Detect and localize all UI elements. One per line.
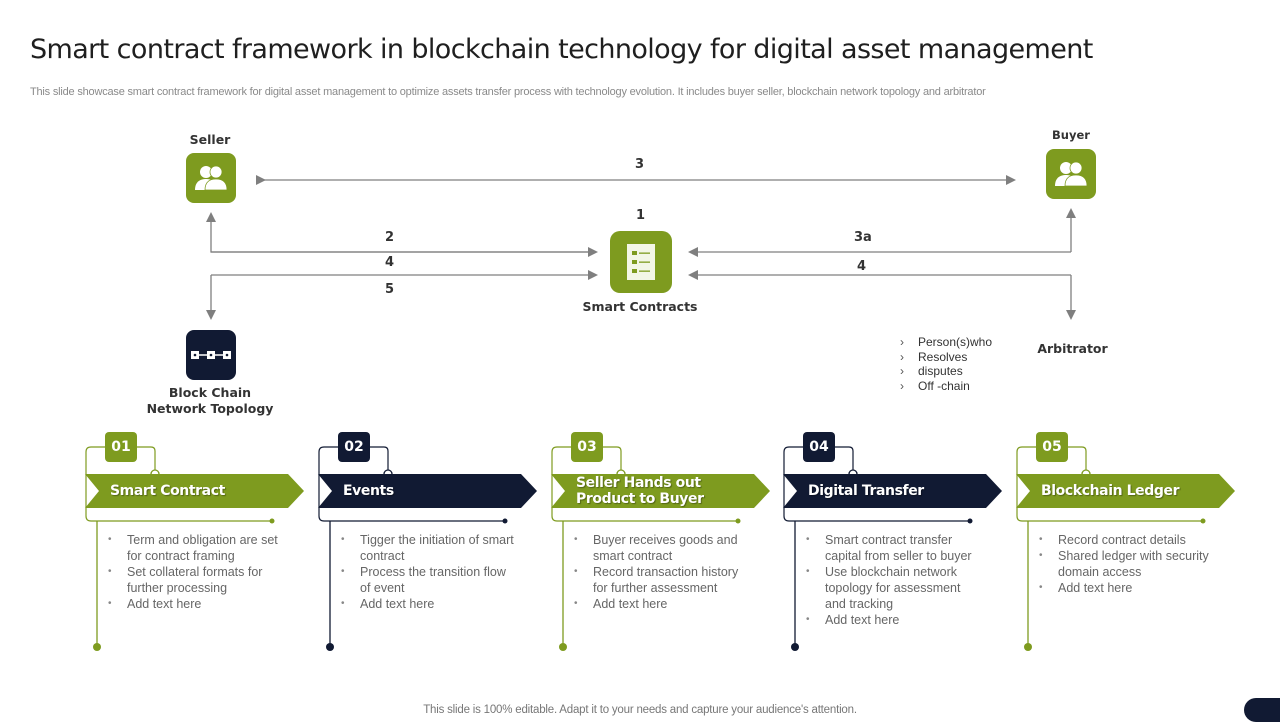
step-bullet: Use blockchain network topology for asse… — [805, 564, 980, 612]
step-end-dot — [1200, 518, 1206, 524]
arrow-label-3: 3 — [635, 157, 645, 172]
blockchain-topology-label-line2: Network Topology — [146, 401, 274, 416]
step-number-badge: 02 — [338, 432, 370, 462]
step-banner — [783, 474, 1002, 508]
step-banner — [551, 474, 770, 508]
arrow-label-3a: 3a — [854, 230, 872, 245]
step-title: Smart Contract — [110, 483, 225, 499]
buyer-label: Buyer — [1052, 128, 1090, 142]
step-frame — [85, 446, 304, 651]
users-icon — [195, 165, 228, 191]
step-bullets: Buyer receives goods and smart contractR… — [573, 532, 748, 612]
users-icon — [1055, 161, 1088, 187]
step-bottom-dot — [93, 643, 101, 651]
step-card: 02EventsTigger the initiation of smart c… — [318, 430, 553, 655]
step-bullet: Term and obligation are set for contract… — [107, 532, 282, 564]
arbitrator-note: Off -chain — [898, 379, 992, 394]
smart-contracts-label: Smart Contracts — [582, 299, 698, 314]
step-end-dot — [967, 518, 973, 524]
page-title: Smart contract framework in blockchain t… — [30, 34, 1093, 65]
arrow-contract-seller — [206, 212, 596, 253]
arrow-label-4-left: 4 — [385, 255, 395, 270]
seller-node[interactable] — [186, 153, 236, 203]
step-bullet: Record contract details — [1038, 532, 1213, 548]
step-title: Blockchain Ledger — [1041, 483, 1180, 499]
step-label-smart-contract: 1 — [636, 208, 646, 223]
step-end-dot — [269, 518, 275, 524]
arbitrator-notes: Person(s)who Resolves disputes Off -chai… — [898, 335, 992, 393]
step-frame — [318, 446, 537, 651]
step-banner — [318, 474, 537, 508]
step-bullet: Add text here — [573, 596, 748, 612]
step-bullet: Shared ledger with security domain acces… — [1038, 548, 1213, 580]
chain-link-icon — [191, 351, 231, 359]
step-bullets: Record contract detailsShared ledger wit… — [1038, 532, 1213, 596]
step-number-badge: 01 — [105, 432, 137, 462]
blockchain-topology-node[interactable] — [186, 330, 236, 380]
step-frame — [783, 446, 1002, 651]
smart-contracts-node[interactable] — [610, 231, 672, 293]
footer-note: This slide is 100% editable. Adapt it to… — [423, 704, 857, 716]
step-title: Seller Hands out Product to Buyer — [576, 475, 704, 507]
step-bottom-dot — [1024, 643, 1032, 651]
arbitrator-note: Person(s)who — [898, 335, 992, 350]
step-number-badge: 05 — [1036, 432, 1068, 462]
step-end-dot — [502, 518, 508, 524]
step-number-badge: 04 — [803, 432, 835, 462]
step-bullet: Add text here — [805, 612, 980, 628]
step-bullets: Smart contract transfer capital from sel… — [805, 532, 980, 628]
step-bullet: Set collateral formats for further proce… — [107, 564, 282, 596]
step-banner — [1016, 474, 1235, 508]
arrow-label-5: 5 — [385, 282, 395, 297]
arbitrator-label: Arbitrator — [1037, 341, 1108, 356]
step-bullet: Buyer receives goods and smart contract — [573, 532, 748, 564]
step-end-dot — [735, 518, 741, 524]
step-bottom-dot — [559, 643, 567, 651]
step-bottom-dot — [326, 643, 334, 651]
step-bottom-dot — [791, 643, 799, 651]
arrow-label-4-right: 4 — [857, 259, 867, 274]
step-title: Digital Transfer — [808, 483, 924, 499]
step-bullet: Smart contract transfer capital from sel… — [805, 532, 980, 564]
step-bullet: Add text here — [107, 596, 282, 612]
blockchain-topology-label-line1: Block Chain — [168, 385, 252, 400]
step-number-badge: 03 — [571, 432, 603, 462]
arbitrator-note: disputes — [898, 364, 992, 379]
checklist-icon — [627, 244, 655, 280]
step-bullet: Record transaction history for further a… — [573, 564, 748, 596]
step-bullet: Add text here — [1038, 580, 1213, 596]
buyer-node[interactable] — [1046, 149, 1096, 199]
step-banner — [85, 474, 304, 508]
step-frame — [1016, 446, 1235, 651]
step-bullets: Term and obligation are set for contract… — [107, 532, 282, 612]
step-bullet: Add text here — [340, 596, 515, 612]
step-title: Events — [343, 483, 394, 499]
arrow-label-2: 2 — [385, 230, 395, 245]
flow-arrows — [206, 175, 1076, 320]
arbitrator-note: Resolves — [898, 350, 992, 365]
page-subtitle: This slide showcase smart contract frame… — [30, 86, 986, 98]
step-bullet: Process the transition flow of event — [340, 564, 515, 596]
step-bullets: Tigger the initiation of smart contractP… — [340, 532, 515, 612]
step-frame — [551, 446, 770, 651]
seller-label: Seller — [189, 132, 231, 147]
corner-tab — [1244, 698, 1280, 722]
step-bullet: Tigger the initiation of smart contract — [340, 532, 515, 564]
